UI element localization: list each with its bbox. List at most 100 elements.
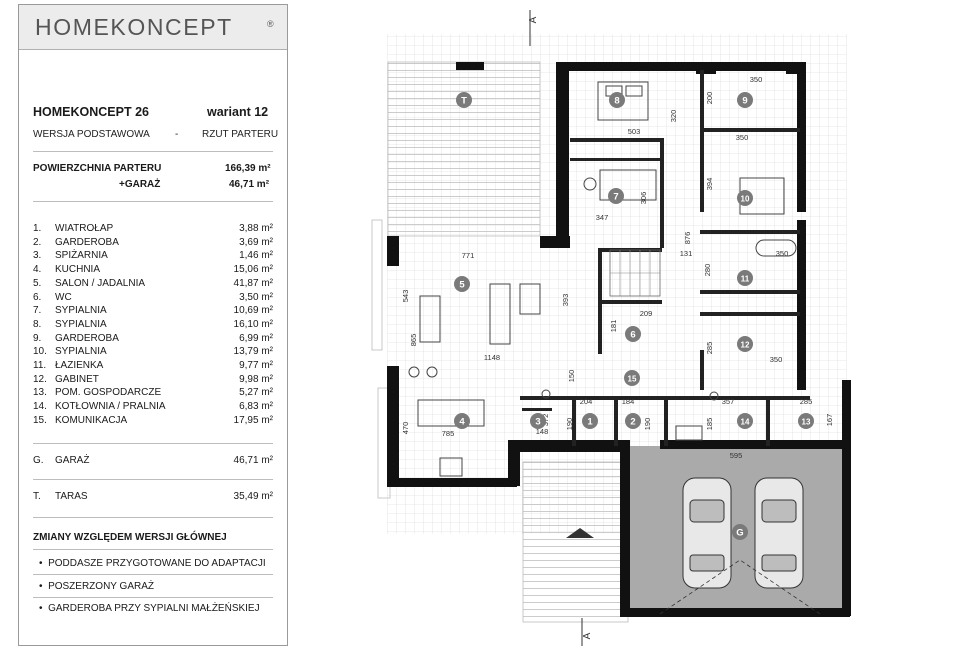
room-name: SYPIALNIA — [55, 305, 107, 317]
room-marker: 13 — [802, 418, 811, 427]
garage-row: G. GARAŻ 46,71 m² — [33, 455, 273, 466]
version-label: WERSJA PODSTAWOWA — [33, 129, 150, 140]
changes-title: ZMIANY WZGLĘDEM WERSJI GŁÓWNEJ — [33, 532, 227, 543]
room-number: 7. — [33, 305, 42, 317]
dimension-label: 204 — [580, 397, 593, 406]
divider — [33, 443, 273, 444]
room-number: 11. — [33, 360, 47, 371]
divider — [33, 549, 273, 550]
room-marker: T — [461, 96, 467, 107]
dimension-label: 543 — [401, 290, 410, 303]
dimension-label: 181 — [609, 320, 618, 333]
room-name: ŁAZIENKA — [55, 360, 104, 371]
room-area: 17,95 m² — [233, 414, 273, 426]
dimension-label: 350 — [736, 133, 749, 142]
terrace-row: T. TARAS 35,49 m² — [33, 491, 273, 502]
terrace — [387, 61, 541, 237]
dimension-label: 148 — [536, 427, 549, 436]
walls — [387, 62, 851, 617]
section-marker: A — [582, 632, 593, 639]
project-name: HOMEKONCEPT 26 — [33, 105, 149, 119]
interior-walls — [520, 70, 810, 446]
dimension-label: 350 — [776, 249, 789, 258]
divider — [33, 574, 273, 575]
room-area: 13,79 m² — [233, 346, 273, 358]
dimension-label: 595 — [730, 451, 743, 460]
room-marker-circle — [798, 413, 814, 429]
ground-area-label: POWIERZCHNIA PARTERU — [33, 163, 162, 174]
dimension-label: 200 — [705, 92, 714, 105]
dimension-label: 285 — [705, 342, 714, 355]
room-name: SPIŻARNIA — [55, 250, 108, 262]
logo: HOMEKONCEPT — [35, 14, 233, 40]
room-area: 9,77 m² — [239, 360, 273, 371]
plan-label: RZUT PARTERU — [202, 129, 279, 140]
dimension-label: 771 — [462, 251, 475, 260]
room-area: 1,46 m² — [239, 250, 273, 262]
room-marker: 15 — [628, 375, 637, 384]
dimension-label: 865 — [409, 334, 418, 347]
entrance-arrow-icon — [566, 528, 594, 538]
divider — [33, 597, 273, 598]
room-marker: 4 — [459, 417, 465, 428]
ground-area-value: 166,39 m² — [225, 163, 271, 174]
dimension-label: 209 — [640, 309, 653, 318]
room-marker: 2 — [630, 417, 635, 428]
room-area: 41,87 m² — [233, 277, 273, 289]
room-marker-circle — [608, 188, 624, 204]
room-number: 8. — [33, 318, 42, 330]
dimension-label: 350 — [750, 75, 763, 84]
stair-steps — [610, 250, 660, 296]
dimension-label: 347 — [596, 213, 609, 222]
divider — [33, 201, 273, 202]
room-marker: 11 — [741, 275, 750, 284]
room-name: KUCHNIA — [55, 264, 101, 276]
room-marker-circle — [454, 413, 470, 429]
garage-area-label: +GARAŻ — [119, 179, 161, 190]
room-number: 1. — [33, 223, 42, 234]
garage-area-value: 46,71 m² — [229, 179, 270, 190]
logo-bar: HOMEKONCEPT ® — [19, 5, 287, 50]
room-name: KOMUNIKACJA — [55, 414, 128, 426]
room-area: 3,50 m² — [239, 291, 273, 303]
room-number: 2. — [33, 236, 42, 248]
legend-panel: HOMEKONCEPT ® HOMEKONCEPT 26 wariant 12 … — [18, 4, 288, 646]
dimension-label: 190 — [643, 418, 652, 431]
room-marker: 10 — [741, 195, 750, 204]
dimension-label: 306 — [639, 192, 648, 205]
dimension-label: 350 — [770, 355, 783, 364]
window-sill — [371, 219, 383, 351]
room-marker: 12 — [741, 341, 750, 350]
room-area: 9,98 m² — [239, 373, 273, 385]
section-labels: AA — [528, 16, 593, 639]
room-number: 4. — [33, 264, 42, 276]
change-item: • GARDEROBA PRZY SYPIALNI MAŁŻEŃSKIEJ — [39, 603, 260, 614]
room-name: SYPIALNIA — [55, 346, 107, 358]
room-name: GARDEROBA — [55, 332, 119, 344]
dimension-label: 785 — [442, 429, 455, 438]
room-number: 14. — [33, 401, 47, 413]
dimension-label: 394 — [705, 178, 714, 191]
room-marker: 6 — [630, 330, 635, 341]
room-marker-circle — [737, 92, 753, 108]
room-marker-circle — [624, 370, 640, 386]
dimension-label: 285 — [800, 397, 813, 406]
driveway-stairs — [522, 461, 629, 623]
room-name: GARDEROBA — [55, 236, 119, 248]
room-marker: 9 — [742, 96, 747, 107]
dimension-label: 357 — [722, 397, 735, 406]
dimension-label: 876 — [683, 232, 692, 245]
room-row: 11. ŁAZIENKA 9,77 m² — [33, 360, 273, 373]
room-marker: 14 — [741, 418, 750, 427]
room-name: KOTŁOWNIA / PRALNIA — [55, 401, 166, 413]
dimension-label: 280 — [703, 264, 712, 277]
dimension-label: 184 — [622, 397, 635, 406]
room-marker-circle — [737, 270, 753, 286]
